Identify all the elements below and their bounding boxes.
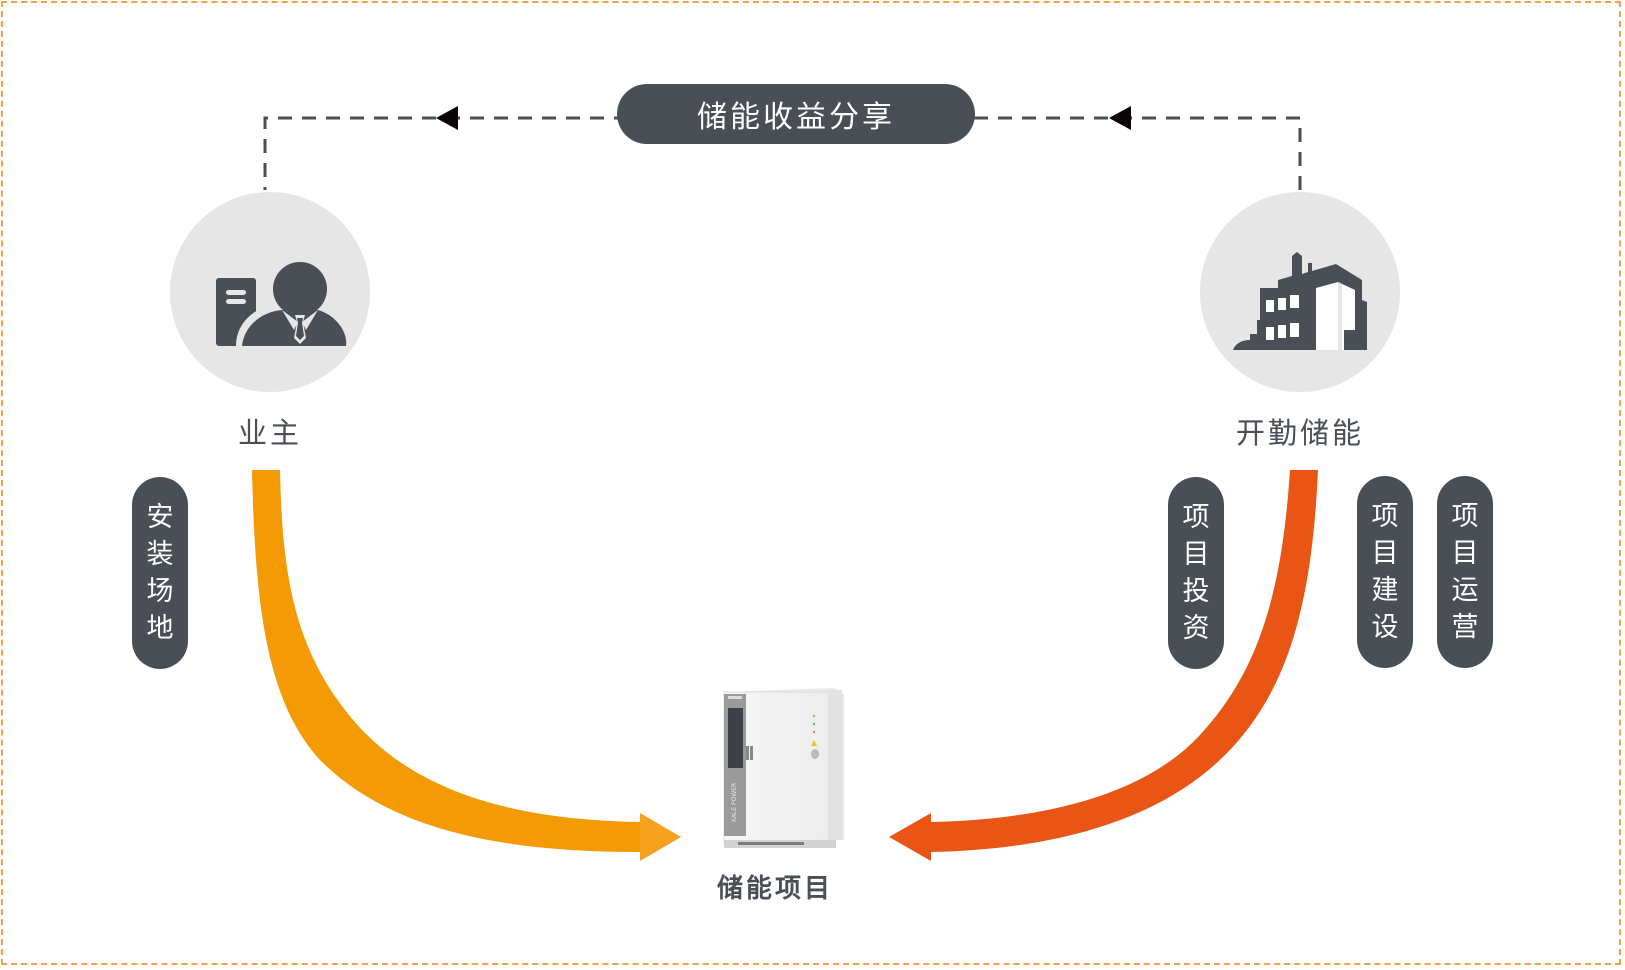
businessman-icon <box>216 262 350 346</box>
company-to-project-arrow <box>931 470 1318 852</box>
arrowhead-left-icon <box>1109 106 1131 130</box>
owner-arrowhead-icon <box>640 813 681 861</box>
owner-node <box>170 192 370 392</box>
factory-icon <box>1233 252 1367 350</box>
project-label: 储能项目 <box>716 874 833 904</box>
owner-to-project-arrow <box>252 470 640 852</box>
energy-storage-cabinet-icon: KALE POWER <box>723 688 844 848</box>
company-label: 开勤储能 <box>1235 416 1364 450</box>
contribution-pill-project-operation: 项 目 运 营 <box>1437 476 1493 668</box>
arrowhead-left-icon <box>436 106 458 130</box>
owner-label: 业主 <box>237 416 302 450</box>
contribution-pill-project-investment: 项 目 投 资 <box>1168 477 1224 669</box>
contribution-pill-project-construction: 项 目 建 设 <box>1357 476 1413 668</box>
contribution-pill-installation-site: 安 装 场 地 <box>132 477 188 669</box>
company-node <box>1200 192 1400 392</box>
device-brand-label: KALE POWER <box>731 783 738 822</box>
revenue-share-badge: 储能收益分享 <box>617 84 975 144</box>
revenue-share-label: 储能收益分享 <box>697 100 895 135</box>
company-arrowhead-icon <box>889 813 931 861</box>
